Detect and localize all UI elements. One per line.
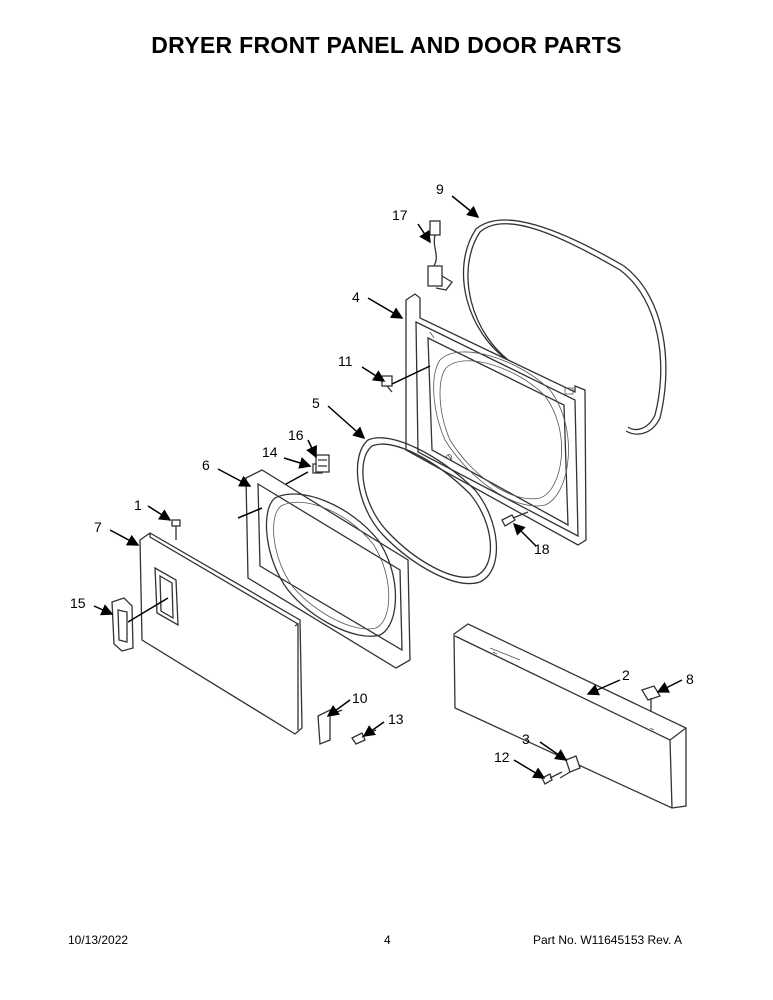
callout-12: 12 (494, 749, 510, 765)
part-15-door-handle (111, 597, 134, 652)
callout-11: 11 (338, 353, 353, 369)
part-18-screw (501, 511, 529, 527)
callout-15: 15 (70, 595, 86, 611)
page-title: DRYER FRONT PANEL AND DOOR PARTS (151, 32, 622, 58)
callout-18: 18 (534, 541, 550, 557)
callout-6: 6 (202, 457, 210, 473)
footer-page-number: 4 (384, 933, 391, 947)
callout-5: 5 (312, 395, 320, 411)
part-13-screw (351, 729, 377, 745)
leader-arrows (93, 195, 683, 779)
part-1-screw (171, 519, 181, 540)
part-7-outer-door-panel (139, 532, 303, 735)
callout-10: 10 (352, 690, 368, 706)
callout-labels: 9 17 4 11 5 16 14 6 1 7 18 15 2 8 10 13 … (70, 181, 694, 765)
footer-part-number: Part No. W11645153 Rev. A (533, 933, 682, 947)
callout-8: 8 (686, 671, 694, 687)
callout-16: 16 (288, 427, 304, 443)
callout-14: 14 (262, 444, 278, 460)
callout-2: 2 (622, 667, 630, 683)
callout-1: 1 (134, 497, 142, 513)
part-5-inner-door-seal (356, 437, 498, 585)
part-8-button (641, 685, 661, 712)
callout-17: 17 (392, 207, 408, 223)
part-2-front-trim-panel (453, 623, 687, 809)
part-17-door-switch-harness (427, 220, 453, 291)
part-3-bracket (559, 755, 581, 779)
callout-7: 7 (94, 519, 102, 535)
part-9-door-seal (462, 219, 667, 435)
callout-3: 3 (522, 731, 530, 747)
callout-4: 4 (352, 289, 360, 305)
part-12-screw (541, 771, 563, 785)
callout-13: 13 (388, 711, 404, 727)
part-6-door-liner (245, 469, 411, 669)
footer-date: 10/13/2022 (68, 933, 129, 947)
callout-9: 9 (436, 181, 444, 197)
part-4-inner-door-panel (405, 293, 587, 546)
part-16-hinge-clip (315, 454, 330, 473)
part-11-door-strike (381, 375, 393, 393)
